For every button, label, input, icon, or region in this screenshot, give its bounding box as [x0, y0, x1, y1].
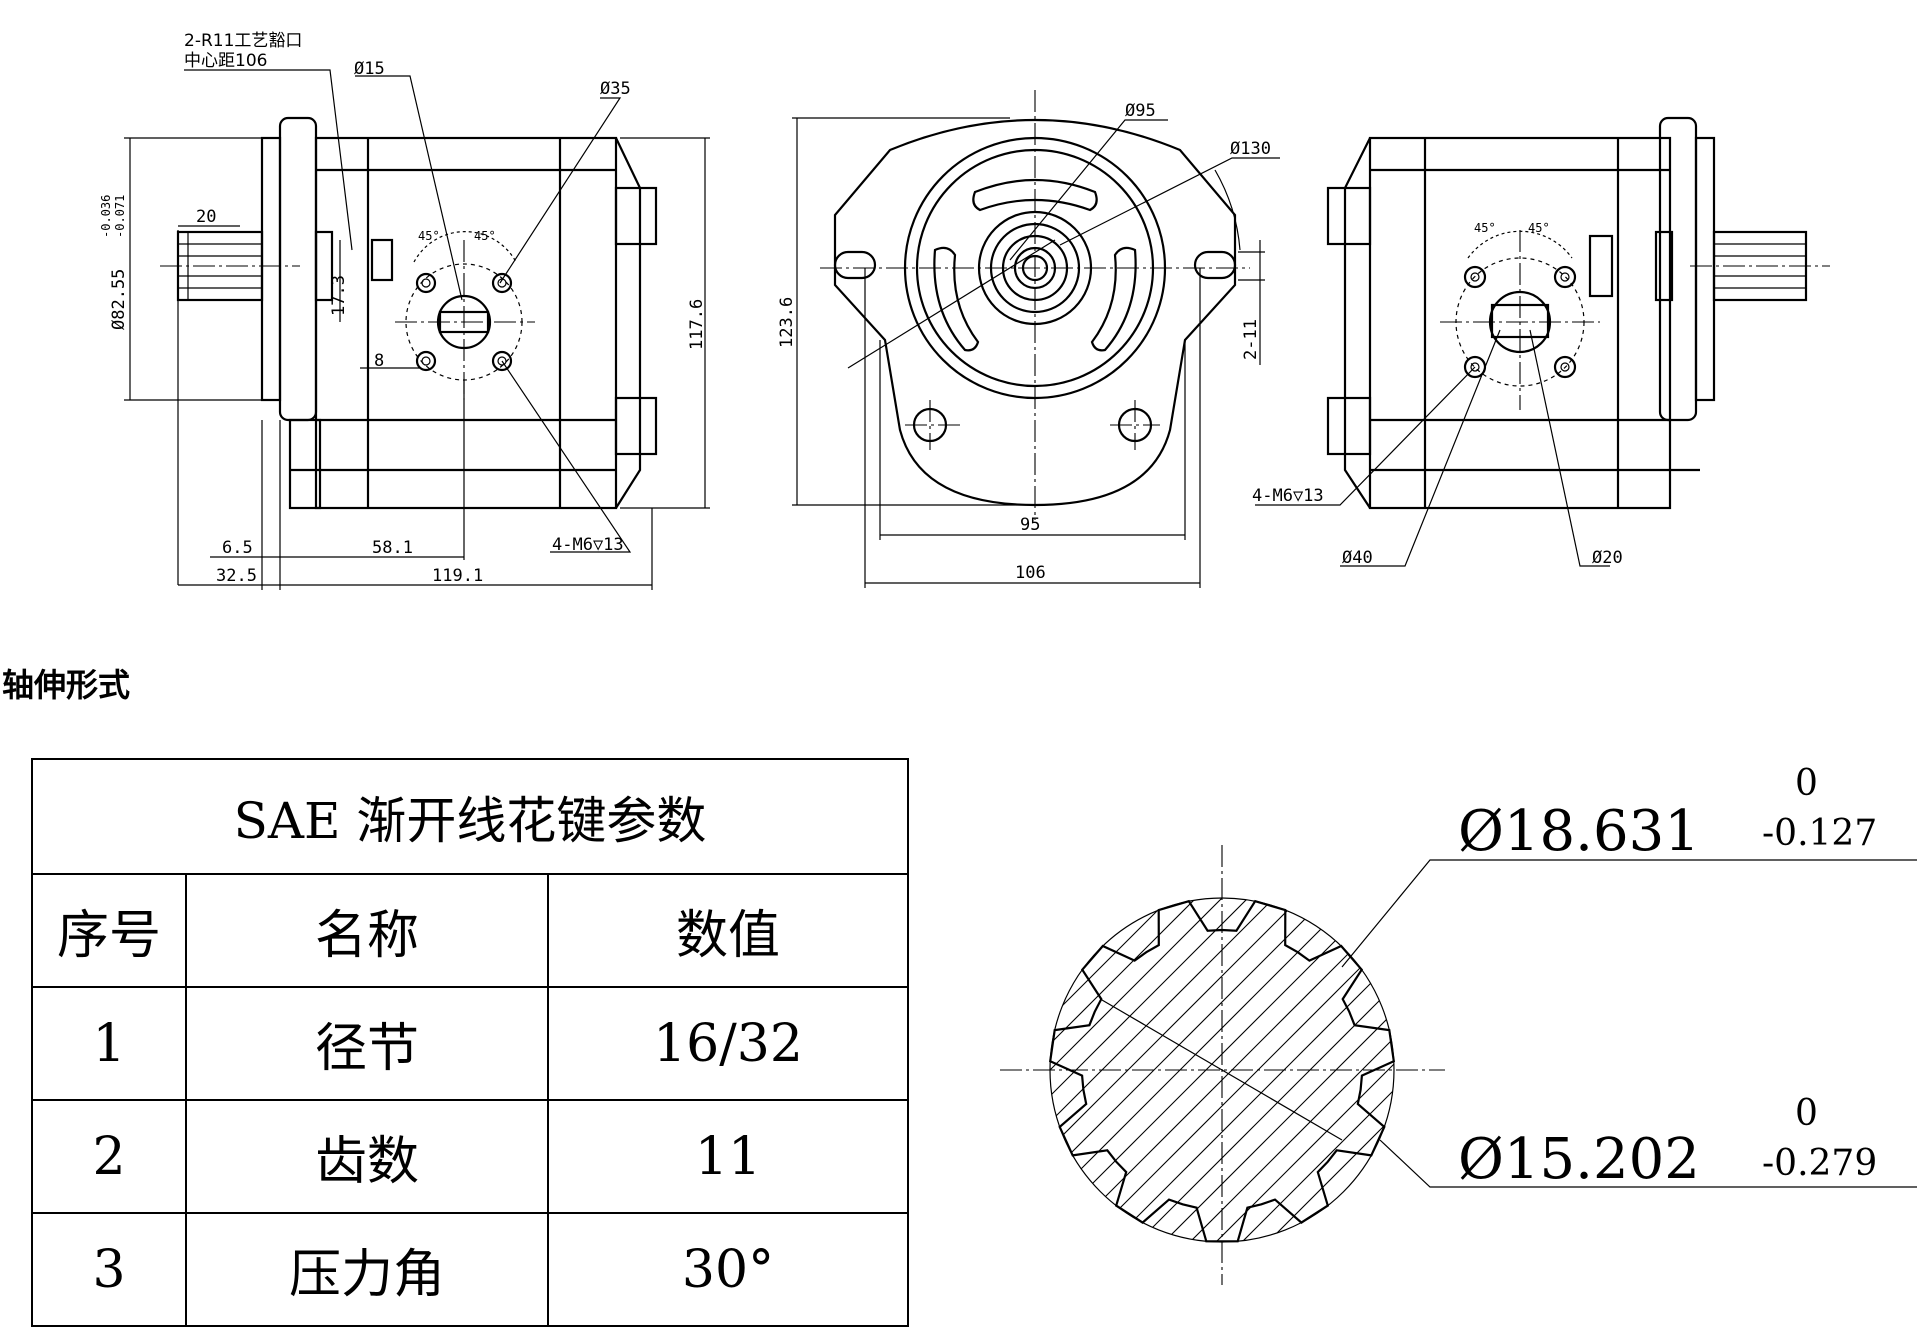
hatch-line — [1050, 898, 1199, 1242]
dim-port-height: 17.3 — [329, 275, 349, 316]
dim-pilot-dia: Ø82.55 — [109, 269, 129, 330]
row-name: 径节 — [185, 986, 549, 1101]
port-note-line2: 中心距106 — [184, 51, 267, 71]
dim-spigot-dia: Ø95 — [1125, 101, 1156, 121]
rear-view: 45° 45° 4-M6▽13 Ø40 Ø20 — [1252, 116, 1830, 568]
dim-body-length: 119.1 — [432, 566, 483, 586]
dim-port-dia: Ø15 — [354, 59, 385, 79]
outer-tol-lower: -0.127 — [1762, 813, 1877, 854]
outer-tol-upper: 0 — [1795, 763, 1818, 804]
row-index: 2 — [31, 1099, 187, 1214]
table-header-row: 序号 名称 数值 — [31, 873, 909, 988]
root-dia: Ø15.202 — [1458, 1127, 1700, 1192]
table-title: SAE 渐开线花键参数 — [31, 758, 909, 875]
dim-height-total: 117.6 — [687, 299, 707, 350]
table-row: 1 径节 16/32 — [31, 986, 909, 1101]
hatch-line — [1050, 898, 1251, 1242]
dim-shaft-protrusion: 32.5 — [216, 566, 257, 586]
row-name: 齿数 — [185, 1099, 549, 1214]
root-tol-lower: -0.279 — [1762, 1143, 1877, 1184]
spline-parameter-table: SAE 渐开线花键参数 序号 名称 数值 1 径节 16/32 2 齿数 11 … — [31, 758, 909, 1327]
row-value: 11 — [547, 1099, 909, 1214]
dim-bolt-circle: Ø35 — [600, 79, 631, 99]
header-name: 名称 — [185, 873, 549, 988]
dim-port-position: 58.1 — [372, 538, 413, 558]
rear-bolt-circle: Ø40 — [1342, 548, 1373, 568]
hatch-line — [1161, 898, 1394, 1242]
rear-angle-left: 45° — [1474, 221, 1496, 235]
hatch-line — [1187, 898, 1394, 1242]
dim-end-height: 123.6 — [777, 297, 797, 348]
outer-dia: Ø18.631 — [1458, 799, 1700, 864]
row-value: 16/32 — [547, 986, 909, 1101]
dim-bolt-spacing: 95 — [1020, 515, 1040, 535]
dim-mount-spacing: 106 — [1015, 563, 1046, 583]
port-note-line1: 2-R11工艺豁口 — [184, 31, 302, 51]
rear-thread-spec: 4-M6▽13 — [1252, 486, 1324, 506]
row-name: 压力角 — [185, 1212, 549, 1327]
table-row: 3 压力角 30° — [31, 1212, 909, 1327]
row-index: 1 — [31, 986, 187, 1101]
front-view: 2-R11工艺豁口 中心距106 Ø15 Ø35 -0.036 -0.071 Ø… — [99, 31, 710, 590]
root-tol-upper: 0 — [1795, 1093, 1818, 1134]
dim-thread-spec: 4-M6▽13 — [552, 535, 624, 555]
header-value: 数值 — [547, 873, 909, 988]
rear-port-dia: Ø20 — [1592, 548, 1623, 568]
row-index: 3 — [31, 1212, 187, 1327]
row-value: 30° — [547, 1212, 909, 1327]
hatch-line — [1239, 898, 1394, 1242]
hatch-line — [1050, 898, 1225, 1242]
end-view: Ø95 Ø130 123.6 2-11 95 106 — [777, 90, 1280, 588]
hatch-line — [1396, 870, 1796, 1270]
dim-flange-dia: Ø130 — [1230, 139, 1271, 159]
rear-angle-right: 45° — [1528, 221, 1550, 235]
dim-angle-right: 45° — [474, 229, 496, 243]
header-index: 序号 — [31, 873, 187, 988]
dim-shaft-length: 20 — [196, 207, 216, 227]
dim-flange-thickness: 6.5 — [222, 538, 253, 558]
dim-tol-lower: -0.071 — [113, 195, 127, 238]
dim-slot-width: 2-11 — [1241, 319, 1261, 360]
table-row: 2 齿数 11 — [31, 1099, 909, 1214]
section-title: 轴伸形式 — [2, 666, 131, 704]
dim-angle-left: 45° — [418, 229, 440, 243]
dim-port-offset: 8 — [374, 351, 384, 371]
dim-tol-upper: -0.036 — [99, 195, 113, 238]
